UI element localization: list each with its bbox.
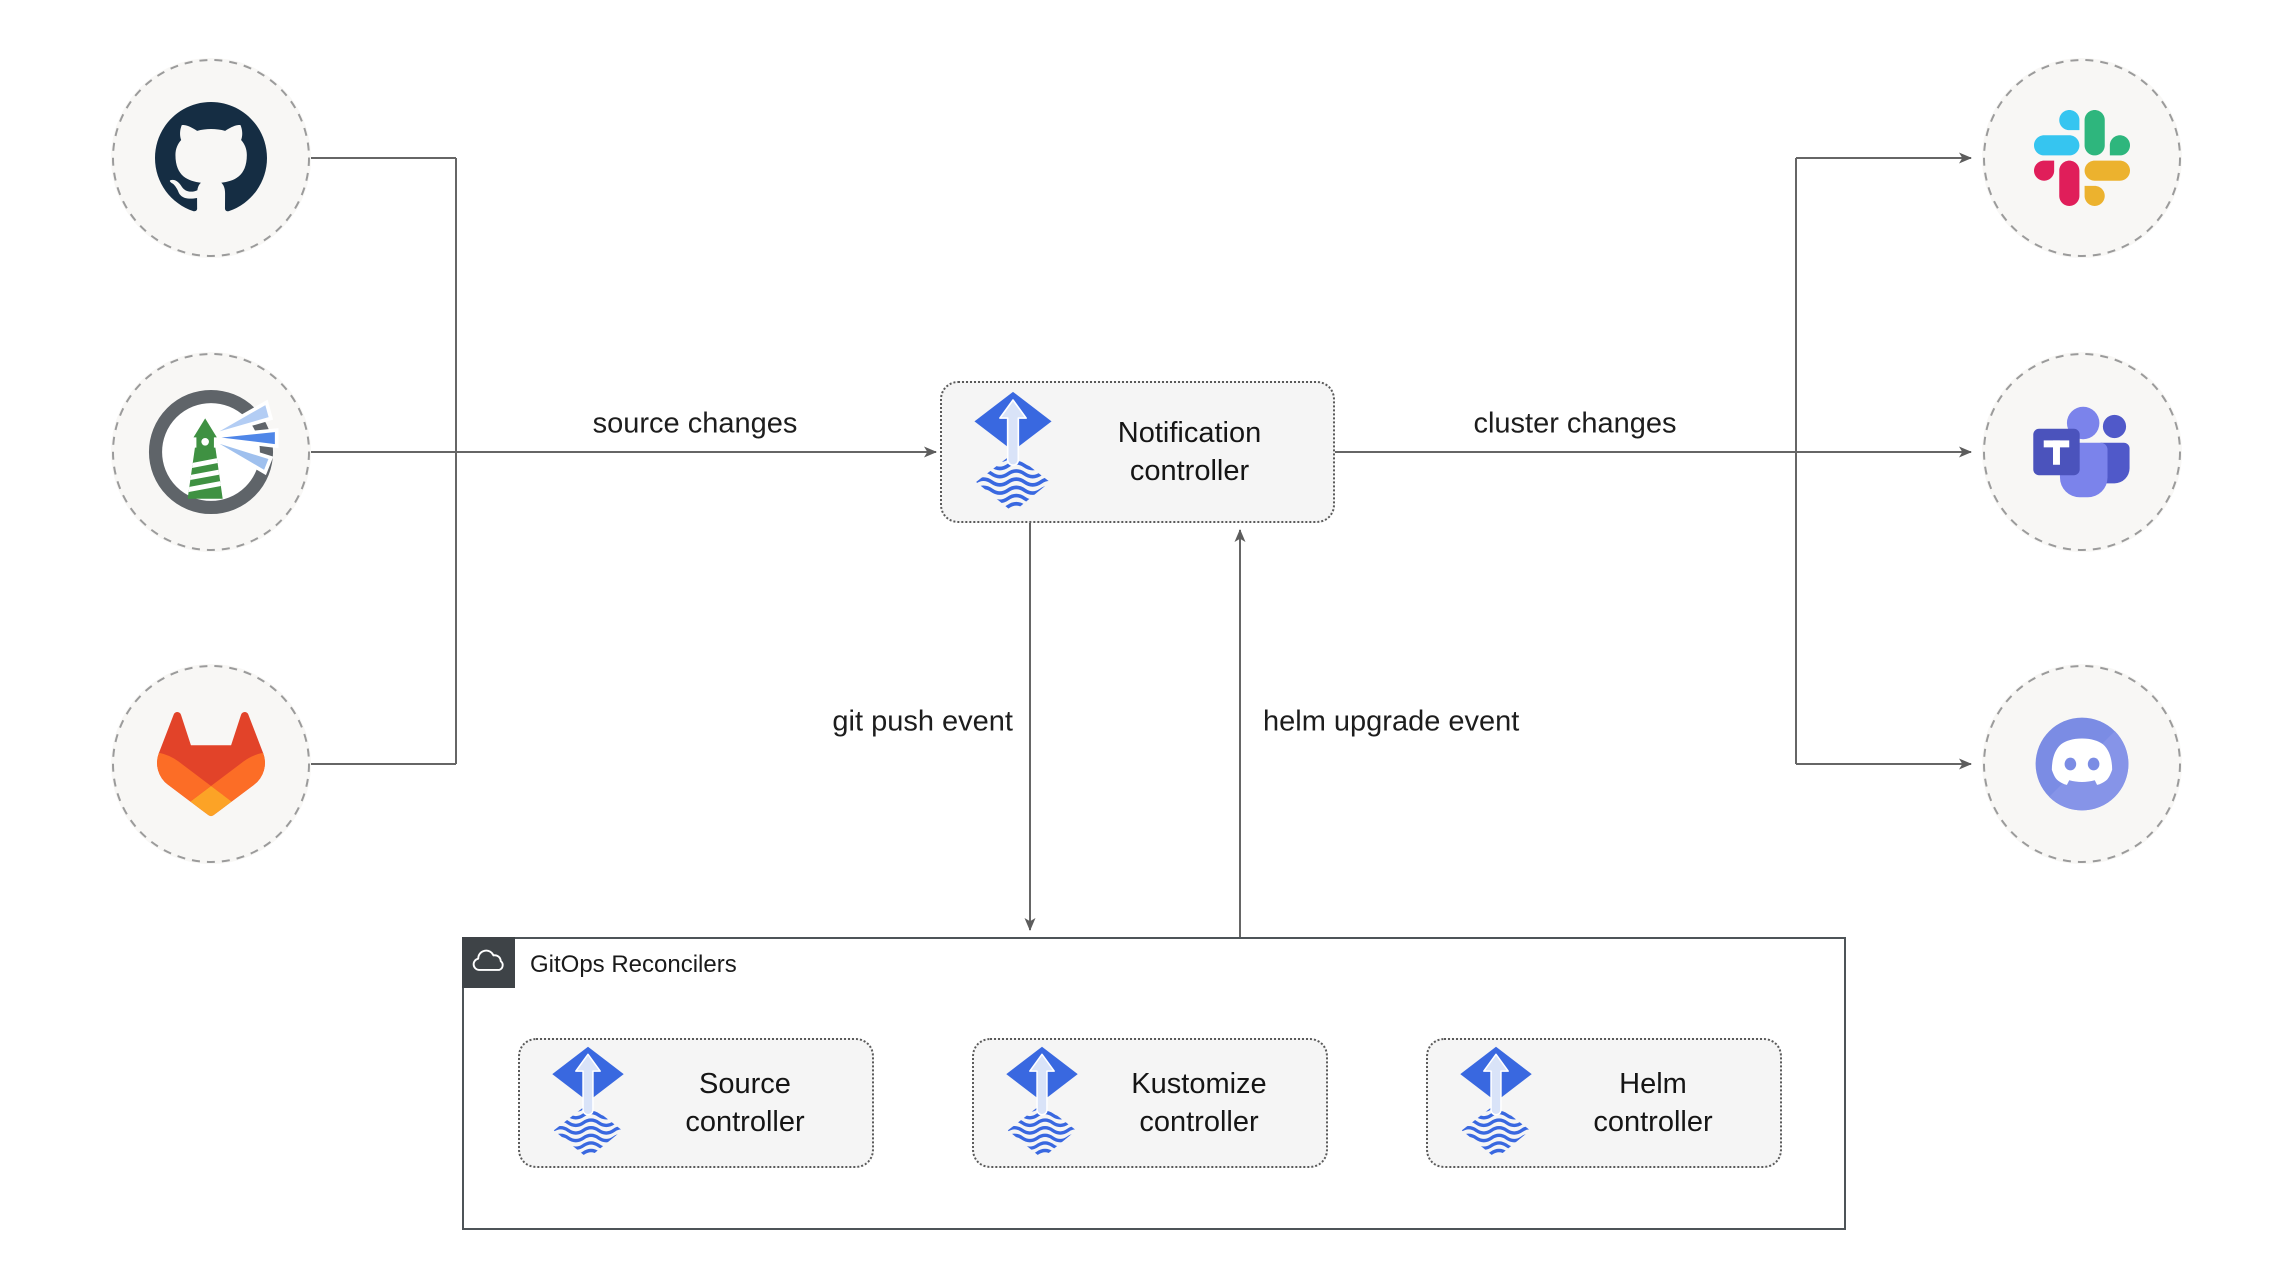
helm-upgrade-event-label: helm upgrade event (1263, 705, 1520, 738)
flux-icon (1458, 1045, 1534, 1161)
group-badge (462, 937, 515, 988)
helm-controller-box: Helm controller (1426, 1038, 1782, 1168)
source-controller-box: Source controller (518, 1038, 874, 1168)
teams-node (1982, 352, 2182, 552)
notification-controller-label: Notification controller (1054, 414, 1333, 490)
dashed-ring (1983, 665, 2181, 863)
notification-controller-box: Notification controller (940, 381, 1335, 523)
flux-icon (1004, 1045, 1080, 1161)
helm-controller-label: Helm controller (1534, 1065, 1780, 1141)
label-line1: Kustomize (1131, 1068, 1267, 1100)
label-line2: controller (1593, 1106, 1713, 1138)
gitlab-node (111, 664, 311, 864)
source-changes-label: source changes (592, 407, 798, 440)
label-line1: Source (699, 1068, 791, 1100)
dashed-ring (112, 353, 310, 551)
kustomize-controller-box: Kustomize controller (972, 1038, 1328, 1168)
group-title: GitOps Reconcilers (530, 951, 737, 978)
label-line2: controller (1129, 455, 1250, 487)
dashed-ring (1983, 353, 2181, 551)
label-line1: Notification (1117, 417, 1262, 449)
source-controller-label: Source controller (626, 1065, 872, 1141)
gitops-reconcilers-group: GitOps Reconcilers Source controller Kus… (462, 937, 1846, 1230)
dashed-ring (112, 59, 310, 257)
git-push-event-label: git push event (832, 705, 1013, 738)
cloud-icon (470, 948, 508, 978)
label-line2: controller (685, 1106, 805, 1138)
flux-icon (972, 390, 1054, 515)
kustomize-controller-label: Kustomize controller (1080, 1065, 1326, 1141)
cluster-changes-label: cluster changes (1473, 407, 1677, 440)
dashed-ring (1983, 59, 2181, 257)
flux-icon (550, 1045, 626, 1161)
discord-node (1982, 664, 2182, 864)
label-line2: controller (1139, 1106, 1259, 1138)
label-line1: Helm (1619, 1068, 1687, 1100)
slack-node (1982, 58, 2182, 258)
dashed-ring (112, 665, 310, 863)
harbor-node (111, 352, 311, 552)
github-node (111, 58, 311, 258)
